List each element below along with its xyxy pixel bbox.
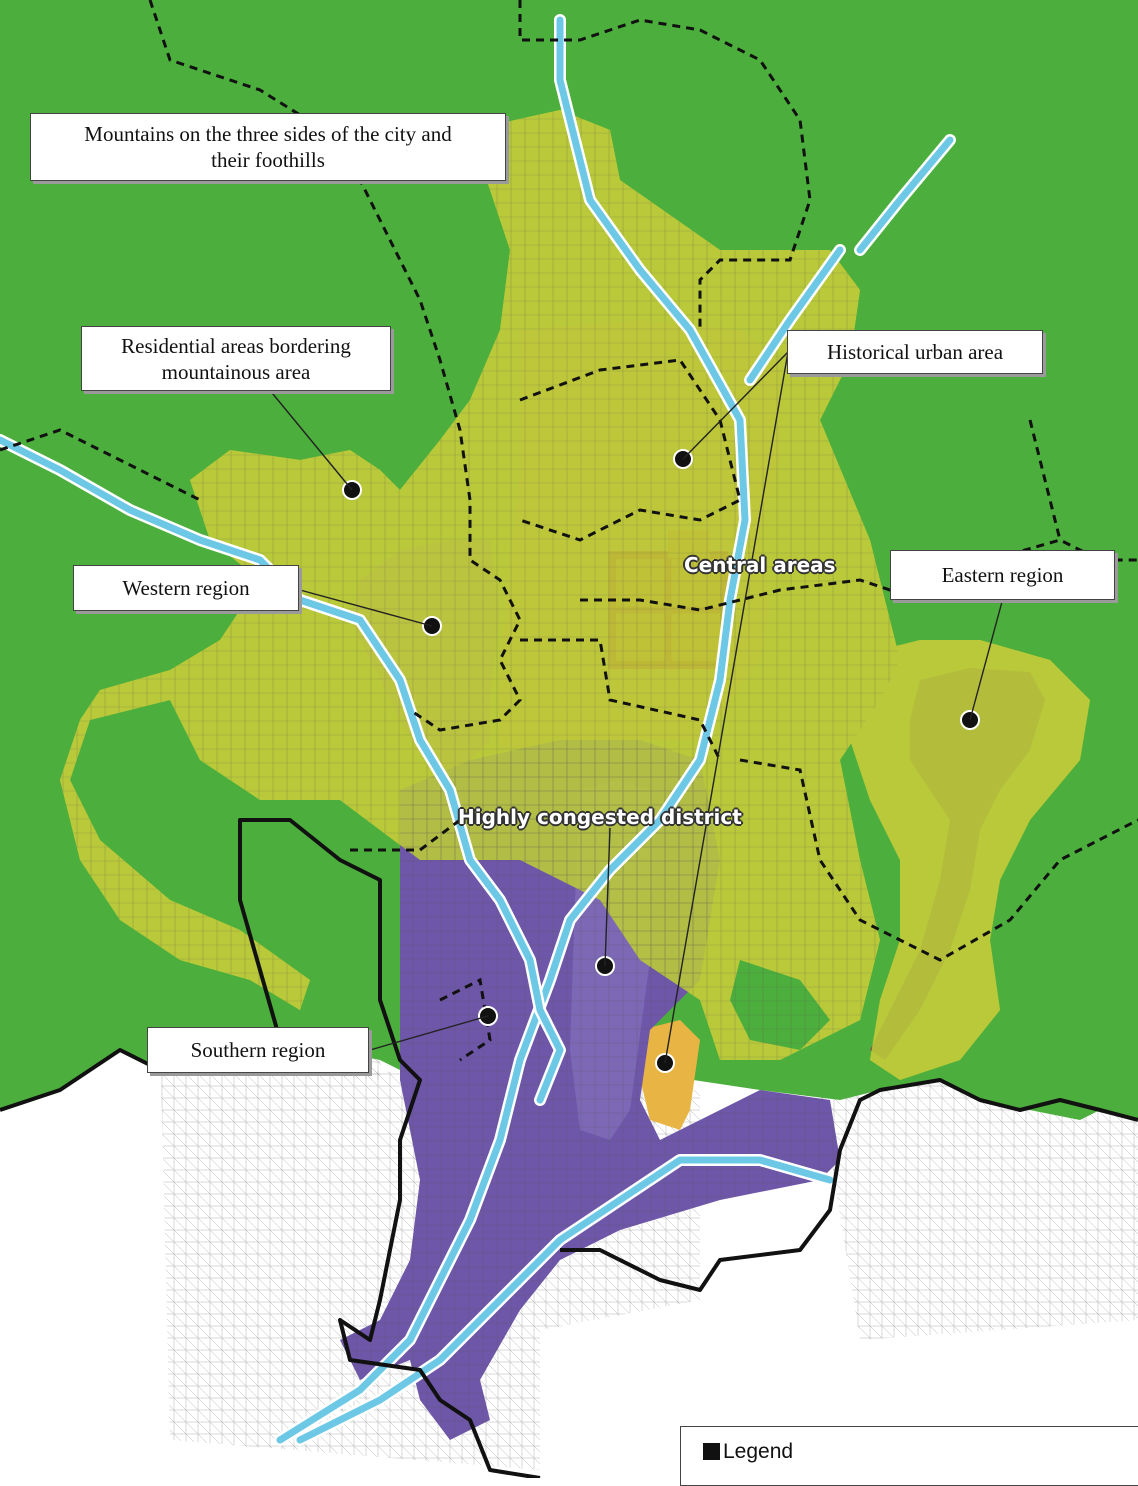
label-central-areas: Central areas bbox=[684, 553, 836, 577]
callout-eastern: Eastern region bbox=[890, 550, 1115, 600]
leader-lines bbox=[267, 351, 1004, 1064]
callout-southern: Southern region bbox=[147, 1027, 369, 1073]
callout-historical: Historical urban area bbox=[787, 330, 1043, 374]
callout-residential: Residential areas bordering mountainous … bbox=[81, 326, 391, 391]
legend-square-icon bbox=[703, 1443, 720, 1460]
rivers bbox=[0, 14, 956, 1446]
legend-title-text: Legend bbox=[723, 1440, 794, 1463]
label-highly-congested-district: Highly congested district bbox=[458, 805, 742, 829]
callout-mountains: Mountains on the three sides of the city… bbox=[30, 113, 506, 181]
legend: Legend bbox=[680, 1426, 1138, 1486]
legend-title: Legend bbox=[703, 1440, 793, 1464]
street-grid-south bbox=[340, 740, 840, 1440]
callout-western: Western region bbox=[73, 565, 299, 611]
